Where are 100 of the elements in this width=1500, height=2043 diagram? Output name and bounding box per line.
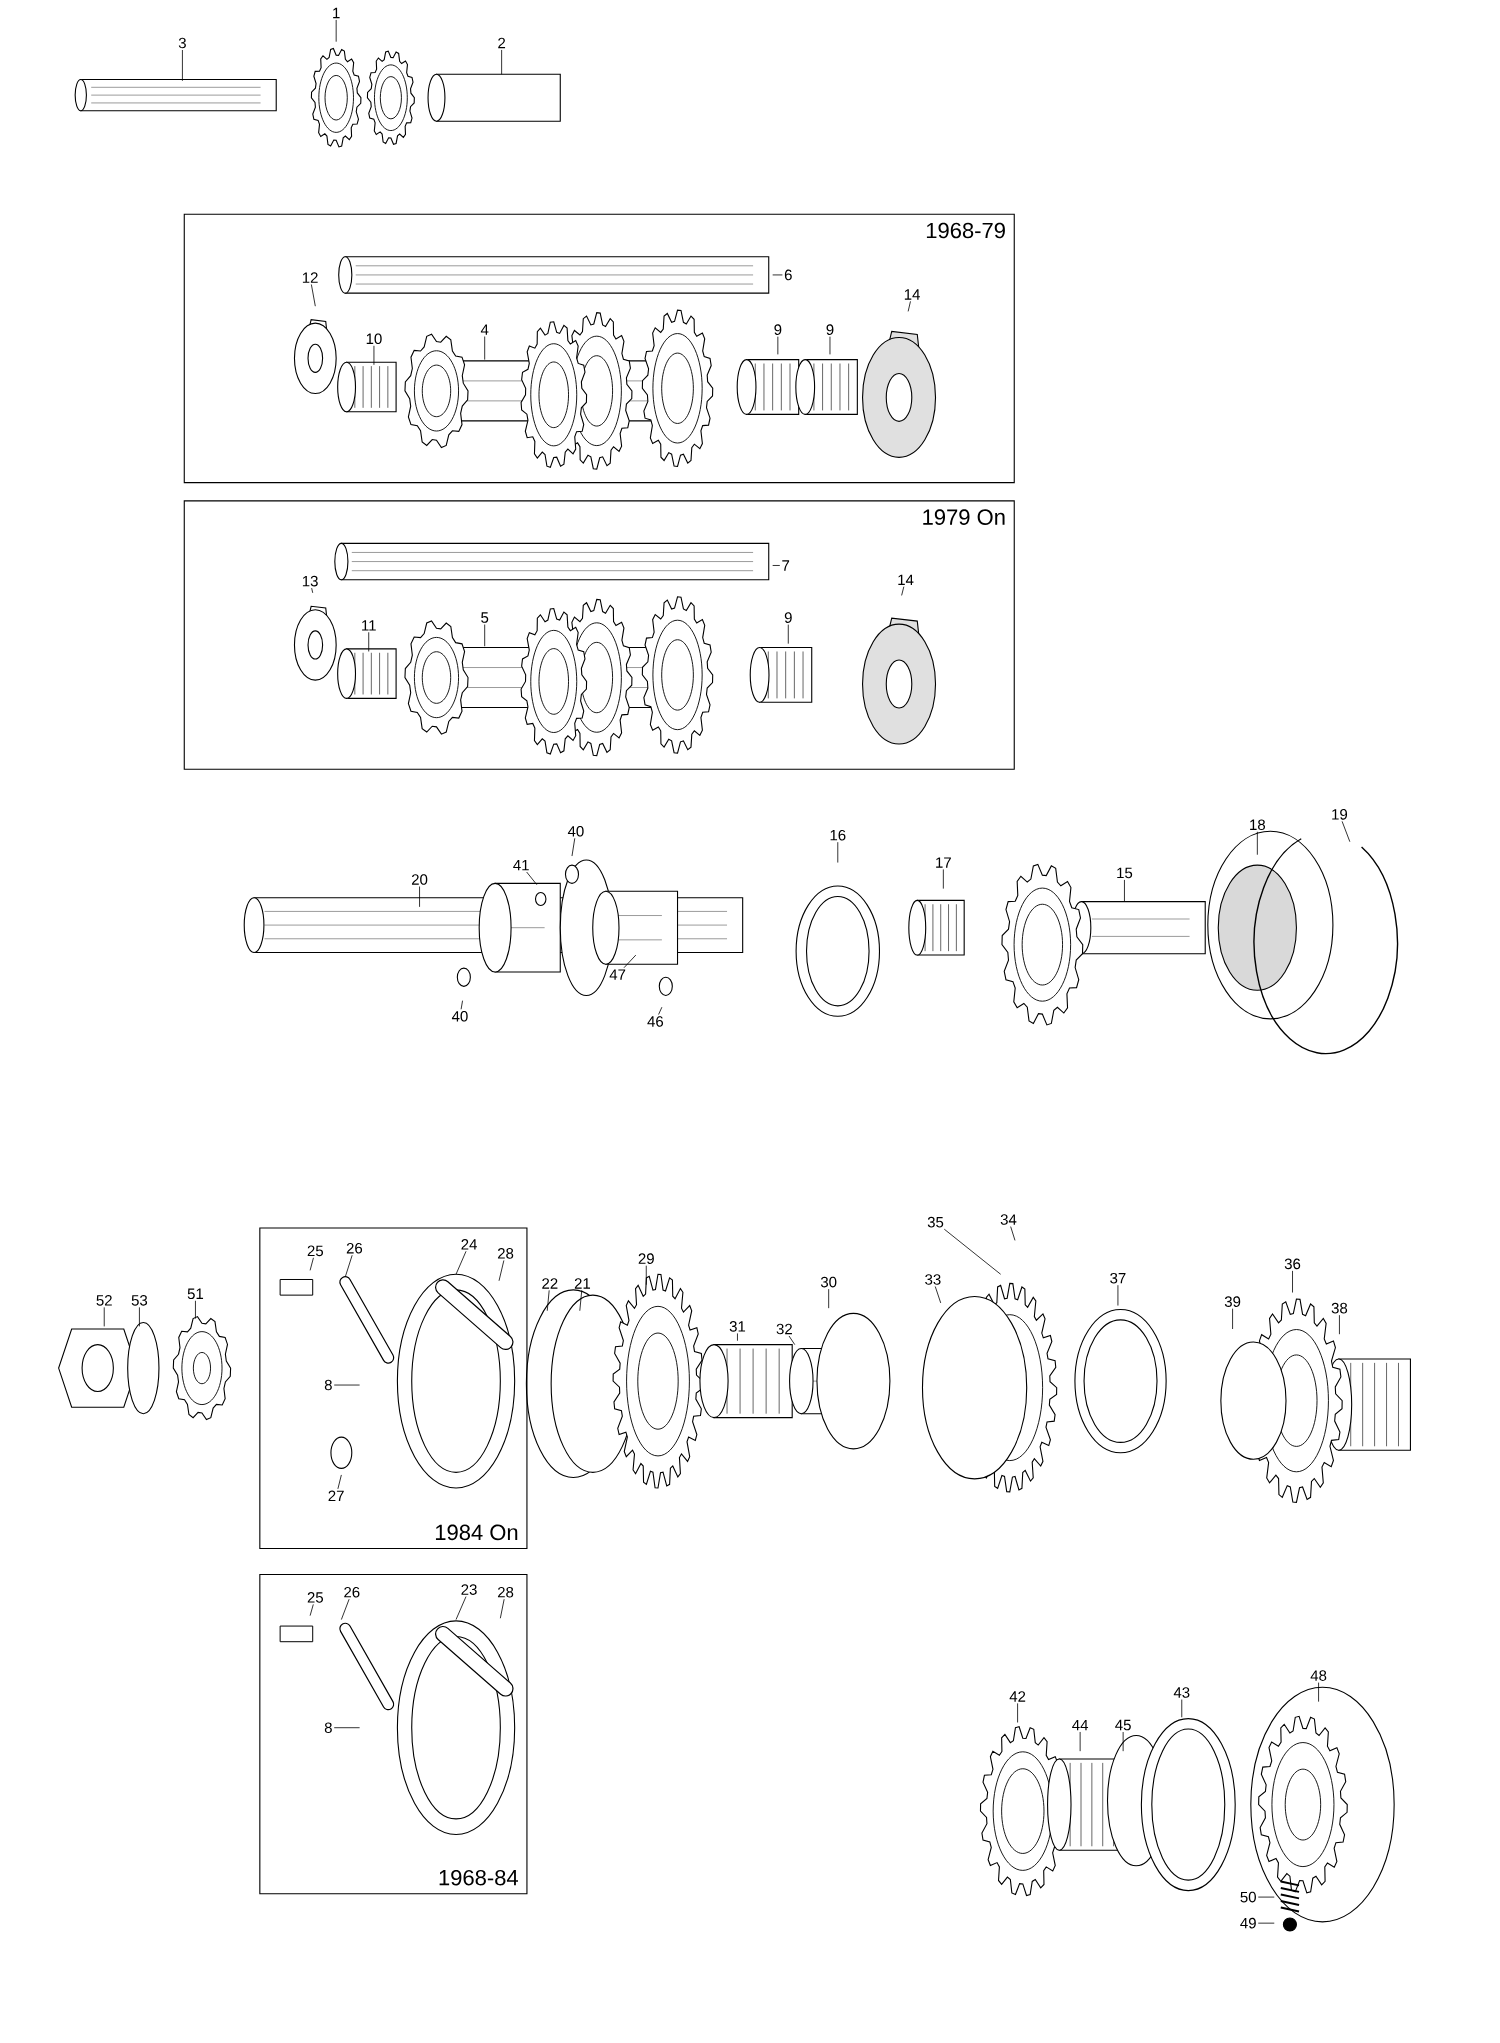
- leader-line: [623, 954, 637, 969]
- leader-line: [337, 1474, 342, 1490]
- callout-number: 19: [1332, 809, 1348, 820]
- callout-number: 40: [568, 825, 584, 837]
- callout-number: 8: [325, 1722, 332, 1733]
- callout-number: 20: [412, 874, 428, 885]
- callout-number: 10: [366, 333, 382, 345]
- callout-number: 42: [1009, 1691, 1026, 1702]
- callout-number: 39: [1224, 1296, 1241, 1307]
- leader-line: [309, 1257, 314, 1271]
- callout-number: 15: [1117, 867, 1133, 879]
- leader-line: [484, 624, 486, 647]
- callout-number: 14: [898, 574, 914, 585]
- callout-number: 6: [785, 269, 792, 281]
- leader-line: [1010, 1226, 1016, 1241]
- callout-number: 41: [513, 860, 529, 871]
- leader-line: [460, 1000, 464, 1010]
- callout-number: 21: [575, 1278, 591, 1289]
- callout-number: 35: [927, 1216, 944, 1228]
- callout-number: 5: [481, 612, 489, 623]
- leader-line: [1258, 1896, 1275, 1898]
- leader-line: [333, 1384, 361, 1386]
- leader-line: [788, 1335, 796, 1346]
- callout-number: 25: [307, 1592, 324, 1603]
- leader-line: [1318, 1682, 1320, 1703]
- callout-number: 33: [925, 1274, 941, 1285]
- leader-line: [837, 841, 839, 863]
- callout-number: 3: [178, 37, 187, 49]
- leader-line: [373, 345, 375, 366]
- leader-line: [526, 871, 538, 886]
- leader-line: [935, 1286, 942, 1304]
- callout-number: 46: [647, 1016, 664, 1027]
- callout-number: 43: [1173, 1687, 1190, 1698]
- callout-number: 9: [784, 612, 792, 623]
- callout-number: 45: [1115, 1719, 1131, 1731]
- callout-number: 18: [1250, 819, 1266, 831]
- leader-line: [139, 1306, 140, 1327]
- callout-number: 11: [362, 620, 376, 631]
- leader-line: [579, 1289, 583, 1312]
- callout-number: 28: [498, 1248, 514, 1259]
- leader-line: [1124, 879, 1125, 903]
- callout-number: 27: [328, 1490, 344, 1501]
- leader-line: [772, 565, 781, 566]
- callout-number: 17: [936, 857, 952, 868]
- callout-number: 32: [776, 1323, 793, 1335]
- leader-line: [1341, 820, 1351, 843]
- leader-line: [368, 631, 370, 652]
- leader-line: [1257, 831, 1258, 856]
- callout-number: 25: [307, 1245, 324, 1257]
- leader-line: [1117, 1284, 1119, 1306]
- leader-line: [907, 300, 912, 312]
- leader-line: [1017, 1702, 1019, 1723]
- leader-line: [1258, 1922, 1275, 1924]
- leader-line: [500, 1598, 505, 1619]
- leader-line: [944, 1228, 1002, 1275]
- callout-number: 49: [1240, 1917, 1256, 1929]
- leader-line: [419, 886, 421, 908]
- callout-number: 22: [542, 1278, 558, 1289]
- leader-line: [777, 336, 779, 355]
- callout-number: 36: [1284, 1258, 1301, 1270]
- leader-line: [943, 869, 944, 889]
- leader-line: [772, 274, 783, 276]
- callout-number: 38: [1331, 1302, 1348, 1314]
- leader-line: [498, 1260, 505, 1282]
- leader-line: [335, 19, 337, 43]
- leader-line: [311, 587, 314, 594]
- leader-line: [333, 1727, 361, 1729]
- leader-line: [737, 1333, 738, 1342]
- leader-line: [547, 1289, 550, 1312]
- leader-line: [309, 1604, 314, 1617]
- callout-number: 51: [187, 1288, 204, 1300]
- callout-number: 31: [729, 1321, 746, 1332]
- leader-line: [341, 1598, 350, 1620]
- leader-line: [455, 1596, 467, 1620]
- callout-number: 30: [821, 1276, 837, 1288]
- callout-number: 16: [830, 829, 846, 841]
- callout-number: 26: [346, 1242, 363, 1254]
- leader-line: [182, 49, 183, 82]
- callout-number: 4: [481, 324, 489, 335]
- leader-line: [1339, 1314, 1340, 1335]
- callout-number: 53: [131, 1295, 148, 1306]
- leader-line: [658, 1006, 663, 1015]
- callout-number: 50: [1240, 1891, 1257, 1903]
- callout-number: 52: [96, 1295, 112, 1306]
- leader-line: [1181, 1699, 1183, 1718]
- leader-line: [901, 586, 905, 596]
- callout-number: 26: [344, 1586, 360, 1598]
- leader-line: [828, 1288, 830, 1309]
- leader-line: [829, 336, 831, 355]
- leader-line: [501, 49, 503, 75]
- leader-line: [571, 837, 576, 857]
- leader-line: [646, 1265, 647, 1286]
- leader-line: [455, 1250, 467, 1275]
- leader-line: [311, 284, 316, 307]
- leader-line: [788, 624, 789, 645]
- callout-number: 8: [325, 1379, 332, 1391]
- callout-number: 44: [1072, 1719, 1089, 1731]
- callout-number: 13: [303, 575, 318, 587]
- callout-number: 28: [498, 1586, 514, 1598]
- callout-number: 34: [1000, 1214, 1017, 1225]
